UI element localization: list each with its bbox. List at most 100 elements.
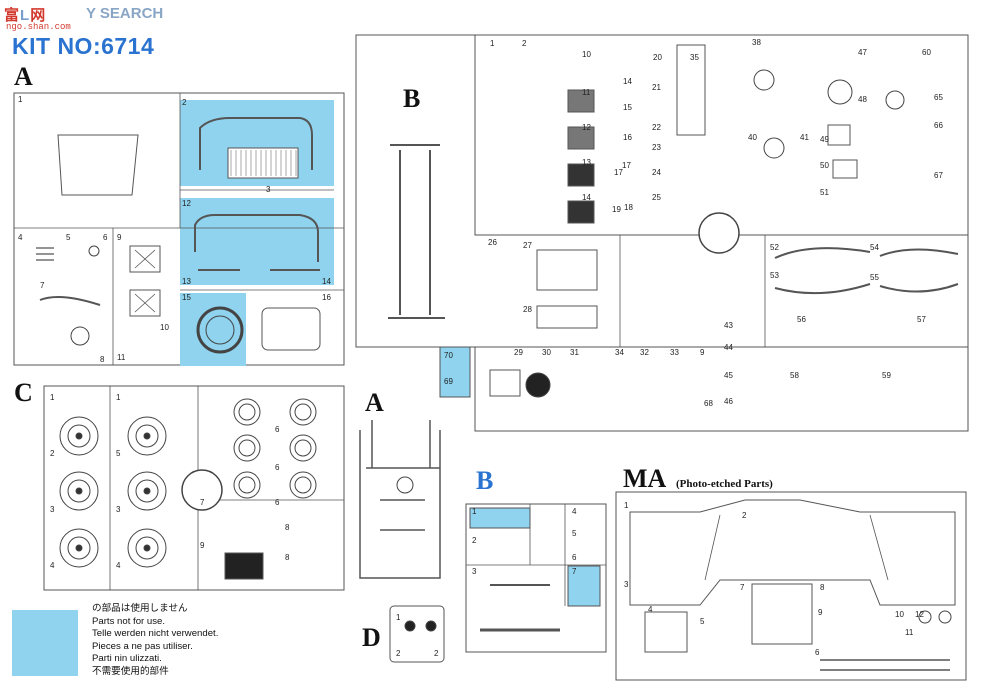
part-ma1-fret [629,499,956,606]
ma-subtitle: (Photo-etched Parts) [676,478,773,490]
part-b31 [525,372,551,398]
part-number-b-26: 26 [488,238,497,247]
part-number-b-33: 33 [670,348,679,357]
part-number-b-57: 57 [917,315,926,324]
part-c-wheel [59,471,99,511]
part-b2-1-highlight [469,507,531,529]
part-c9-grille [224,552,264,580]
sprue-b-bottom [474,346,969,432]
part-number-c-1: 1 [50,393,55,402]
legend-line-fr: Pieces a ne pas utiliser. [92,640,193,652]
part-number-a-5: 5 [66,233,71,242]
part-number-b-43: 43 [724,321,733,330]
part-number-b-70: 70 [444,351,453,360]
part-number-b-20: 20 [653,53,662,62]
part-a12-frame [194,214,319,262]
part-number-a-1: 1 [18,95,23,104]
legend-line-de: Telle werden nicht verwendet. [92,628,219,640]
part-number-ma-6: 6 [815,648,820,657]
part-a6 [88,245,100,257]
part-number-b-32: 32 [640,348,649,357]
part-number-b2-2: 2 [472,536,477,545]
part-number-b-25: 25 [652,193,661,202]
part-number-b-9: 9 [700,348,705,357]
part-b30 [489,369,521,397]
legend-line-it: Parti nin ulizzati. [92,653,162,665]
sprue-label-a2: A [365,388,384,417]
part-b42 [763,137,785,159]
part-number-ma-3: 3 [624,580,629,589]
sprue-ma-frame [615,491,967,681]
part-c-tire-inner [294,439,312,457]
part-number-b-34: 34 [615,348,624,357]
part-number-b-16: 16 [623,133,632,142]
part-number-b-28: 28 [523,305,532,314]
sprue-label-d: D [362,623,381,652]
part-number-a-2: 2 [182,98,187,107]
part-number-ma-7: 7 [740,583,745,592]
part-number-b-56: 56 [797,315,806,324]
part-number-b-23: 23 [652,143,661,152]
part-number-b-41: 41 [800,133,809,142]
part-d1 [425,620,437,632]
part-b-tread-plate [567,126,595,150]
sprue-label-a: A [14,62,33,91]
part-c-wheel-axle [143,487,151,495]
watermark-search: Y SEARCH [86,5,164,22]
part-c-wheel-hub [135,479,159,503]
part-number-b-52: 52 [770,243,779,252]
part-c-tire-inner [238,439,256,457]
part-b55-springs [879,248,959,293]
part-number-ma-5: 5 [700,617,705,626]
part-number-b-51: 51 [820,188,829,197]
part-number-c-4: 4 [116,561,121,570]
unused-part-highlight-a-2 [180,293,246,366]
part-number-c-3: 3 [50,505,55,514]
part-number-c-6: 6 [275,463,280,472]
part-b50 [827,124,851,146]
part-c-tire [233,471,261,499]
sprue-b-frame [355,34,969,348]
part-number-b-69: 69 [444,377,453,386]
part-number-b-17: 17 [614,168,623,177]
part-number-b-45: 45 [724,371,733,380]
sprue-label-b: B [403,84,421,113]
part-c-tire [289,434,317,462]
part-b62 [885,90,905,110]
part-c-wheel-axle [75,487,83,495]
part-number-b-22: 22 [652,123,661,132]
part-number-c-5: 5 [116,449,121,458]
part-number-b-49: 49 [820,135,829,144]
sprue-c-frame [43,385,345,591]
part-a8 [70,326,90,346]
part-ma4 [644,611,688,653]
part-number-b-66: 66 [934,121,943,130]
part-number-a-12: 12 [182,199,191,208]
part-number-c-8: 8 [285,523,290,532]
part-b51 [832,159,858,179]
part-number-c-9: 9 [200,541,205,550]
part-b-tread-plate [567,163,595,187]
part-c-wheel [59,528,99,568]
part-number-a-16: 16 [322,293,331,302]
part-number-d-1: 1 [396,613,401,622]
part-number-a-6: 6 [103,233,108,242]
part-a1-panel [57,134,139,196]
part-number-b-27: 27 [523,241,532,250]
part-number-d-2: 2 [396,649,401,658]
part-a16-panel [261,307,321,351]
part-number-b-58: 58 [790,371,799,380]
part-number-b-12: 12 [582,123,591,132]
part-c-wheel [127,471,167,511]
part-number-b-46: 46 [724,397,733,406]
part-number-ma-1: 1 [624,501,629,510]
part-number-b-60: 60 [922,48,931,57]
sprue-label-b2: B [476,466,494,495]
sprue-d-frame [389,605,445,663]
part-ma12 [918,610,932,624]
part-c-tire-inner [294,476,312,494]
part-c-wheel-axle [143,432,151,440]
box-x [134,249,156,269]
part-c-wheel-hub [135,424,159,448]
